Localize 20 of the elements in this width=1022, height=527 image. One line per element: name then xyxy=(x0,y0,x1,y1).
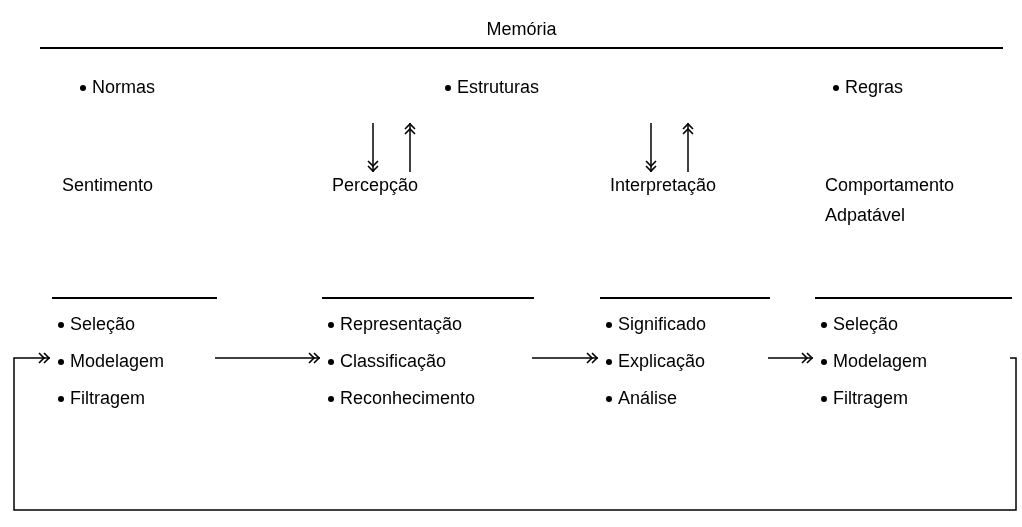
column-heading: Interpretação xyxy=(610,174,718,197)
bullet-item: Regras xyxy=(833,75,904,99)
column-heading: Comportamento Adpatável xyxy=(825,174,956,227)
bullet-item: Classificação xyxy=(328,349,447,373)
bullet-item: Seleção xyxy=(58,312,136,336)
column-heading: Sentimento xyxy=(62,174,155,197)
bullet-item: Significado xyxy=(606,312,707,336)
bullet-item: Filtragem xyxy=(58,386,145,410)
bullet-item: Análise xyxy=(606,386,678,410)
bullet-item: Normas xyxy=(80,75,155,99)
bullet-item: Representação xyxy=(328,312,463,336)
bullet-item: Filtragem xyxy=(821,386,908,410)
bullet-item: Modelagem xyxy=(821,349,928,373)
bullet-item: Estruturas xyxy=(445,75,540,99)
bullet-item: Explicação xyxy=(606,349,706,373)
column-heading: Percepção xyxy=(332,174,420,197)
column-heading: Memória xyxy=(485,18,558,41)
bullet-item: Seleção xyxy=(821,312,899,336)
bullet-item: Modelagem xyxy=(58,349,165,373)
bullet-item: Reconhecimento xyxy=(328,386,476,410)
